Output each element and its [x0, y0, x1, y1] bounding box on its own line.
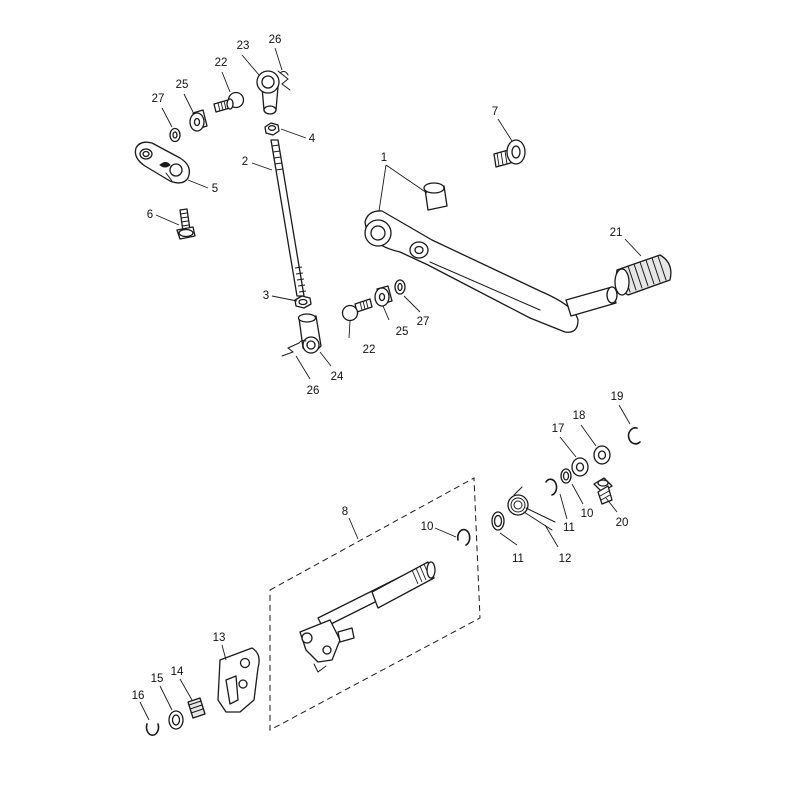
callout-2: 2: [242, 156, 248, 168]
part-18-washer: [593, 445, 611, 465]
part-22-ball-stud-lower: [341, 298, 373, 322]
part-8-selector-shaft: [299, 561, 436, 673]
callout-25-upper: 25: [176, 79, 189, 91]
callout-10-assembly: 10: [421, 521, 434, 533]
leader-lines: [139, 47, 642, 721]
callout-12: 12: [559, 553, 572, 565]
part-27-washer-upper: [169, 127, 181, 143]
part-24-lower-ball-joint: [297, 313, 322, 354]
callout-5: 5: [212, 183, 218, 195]
part-27-washer-lower: [394, 279, 406, 295]
callout-4: 4: [309, 133, 316, 145]
part-11-washer-left: [491, 511, 505, 531]
pedal-peg-shaft: [565, 286, 618, 317]
callout-21: 21: [610, 227, 623, 239]
part-19-circlip: [627, 427, 641, 445]
callout-26-lower: 26: [307, 385, 320, 397]
callout-16: 16: [132, 690, 145, 702]
part-26-clip-lower: [281, 339, 307, 357]
part-25-spacer-lower: [374, 285, 393, 307]
part-15-washer: [168, 710, 184, 730]
part-1-gear-pedal-lever: [364, 210, 579, 333]
part-5-pinch-lever: [134, 141, 191, 184]
callout-1: 1: [381, 152, 387, 164]
callout-7: 7: [492, 106, 498, 118]
part-13-selector-plate: [217, 647, 260, 713]
part-25-spacer-upper: [189, 109, 208, 132]
callout-14: 14: [171, 666, 184, 678]
part-26-clip-upper: [277, 70, 291, 91]
assembly-8-boundary: [269, 477, 481, 731]
callout-20: 20: [616, 517, 629, 529]
part-11-washer-right: [560, 468, 572, 484]
callout-22-lower: 22: [363, 344, 376, 356]
part-12-return-spring: [507, 486, 556, 531]
part-7-pivot-bolt: [493, 139, 526, 168]
callout-27-lower: 27: [417, 316, 430, 328]
part-20-stud: [593, 477, 613, 505]
part-6-bolt: [176, 208, 196, 240]
part-3-nut-lower: [294, 295, 312, 309]
callout-11-left: 11: [512, 553, 524, 565]
part-14-spring: [187, 697, 206, 719]
part-2-linkage-rod: [270, 139, 307, 297]
callout-10-right: 10: [581, 508, 594, 520]
callout-8: 8: [342, 506, 348, 518]
part-10-circlip-right: [545, 478, 558, 496]
callout-17: 17: [552, 423, 565, 435]
callout-22-upper: 22: [215, 57, 228, 69]
part-16-circlip: [145, 723, 160, 736]
callout-19: 19: [611, 391, 624, 403]
callout-6: 6: [147, 209, 153, 221]
part-1-bush: [423, 182, 448, 211]
callout-27-upper: 27: [152, 93, 165, 105]
callout-3: 3: [263, 290, 269, 302]
callout-11-right: 11: [563, 522, 575, 534]
callout-23: 23: [237, 40, 250, 52]
callout-24: 24: [331, 371, 344, 383]
part-21-footrest-rubber: [614, 254, 672, 296]
callout-13: 13: [213, 632, 226, 644]
callout-18: 18: [573, 410, 586, 422]
callout-26-upper: 26: [269, 34, 282, 46]
part-17-washer: [571, 457, 589, 477]
part-23-upper-ball-joint: [256, 70, 280, 115]
callout-25-lower: 25: [396, 326, 409, 338]
part-22-ball-stud-upper: [213, 91, 245, 113]
part-4-nut-upper: [264, 122, 280, 136]
part-10-circlip-assembly: [456, 528, 471, 546]
callout-15: 15: [151, 673, 164, 685]
